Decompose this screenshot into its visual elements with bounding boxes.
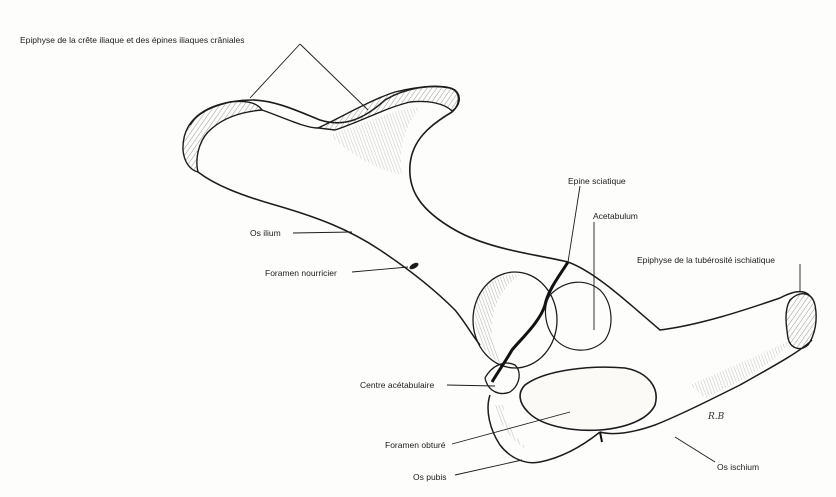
ilium-shaft-upper — [262, 110, 318, 128]
label-acetabulum: Acetabulum — [593, 211, 638, 221]
obturator-foramen — [520, 367, 656, 430]
leader-foramen-obture — [452, 412, 570, 444]
acetabulum-surface — [545, 282, 611, 350]
leader-epine-sciatique — [568, 186, 580, 262]
ischium-shading — [690, 340, 790, 398]
label-epiphyse-tuberosite: Epiphyse de la tubérosité ischiatique — [637, 255, 775, 265]
label-foramen-obture: Foramen obturé — [385, 440, 445, 450]
iliac-crest-epiphysis — [183, 101, 262, 172]
nutrient-foramen — [408, 261, 419, 270]
artist-signature: R.B — [708, 412, 724, 422]
label-foramen-nourricier: Foramen nourricier — [265, 268, 337, 278]
leader-epiphyse-2 — [300, 44, 368, 110]
leader-os-ilium — [293, 232, 352, 233]
label-os-ilium: Os ilium — [250, 228, 281, 238]
ilium-shaft-lower — [198, 172, 480, 345]
leader-os-pubis — [455, 460, 522, 475]
leader-os-ischium — [675, 437, 715, 462]
label-centre-acetabulaire: Centre acétabulaire — [360, 380, 434, 390]
label-epine-sciatique: Epine sciatique — [568, 176, 626, 186]
label-os-pubis: Os pubis — [413, 472, 447, 482]
pubis-ischium-suture — [600, 432, 602, 442]
label-epiphyse-crete: Epiphyse de la crête iliaque et des épin… — [20, 35, 244, 45]
leader-foramen-nourricier — [352, 267, 408, 272]
acetabulum-hatch — [475, 275, 520, 365]
label-os-ischium: Os ischium — [717, 462, 759, 472]
leader-epiphyse-1 — [250, 44, 300, 98]
